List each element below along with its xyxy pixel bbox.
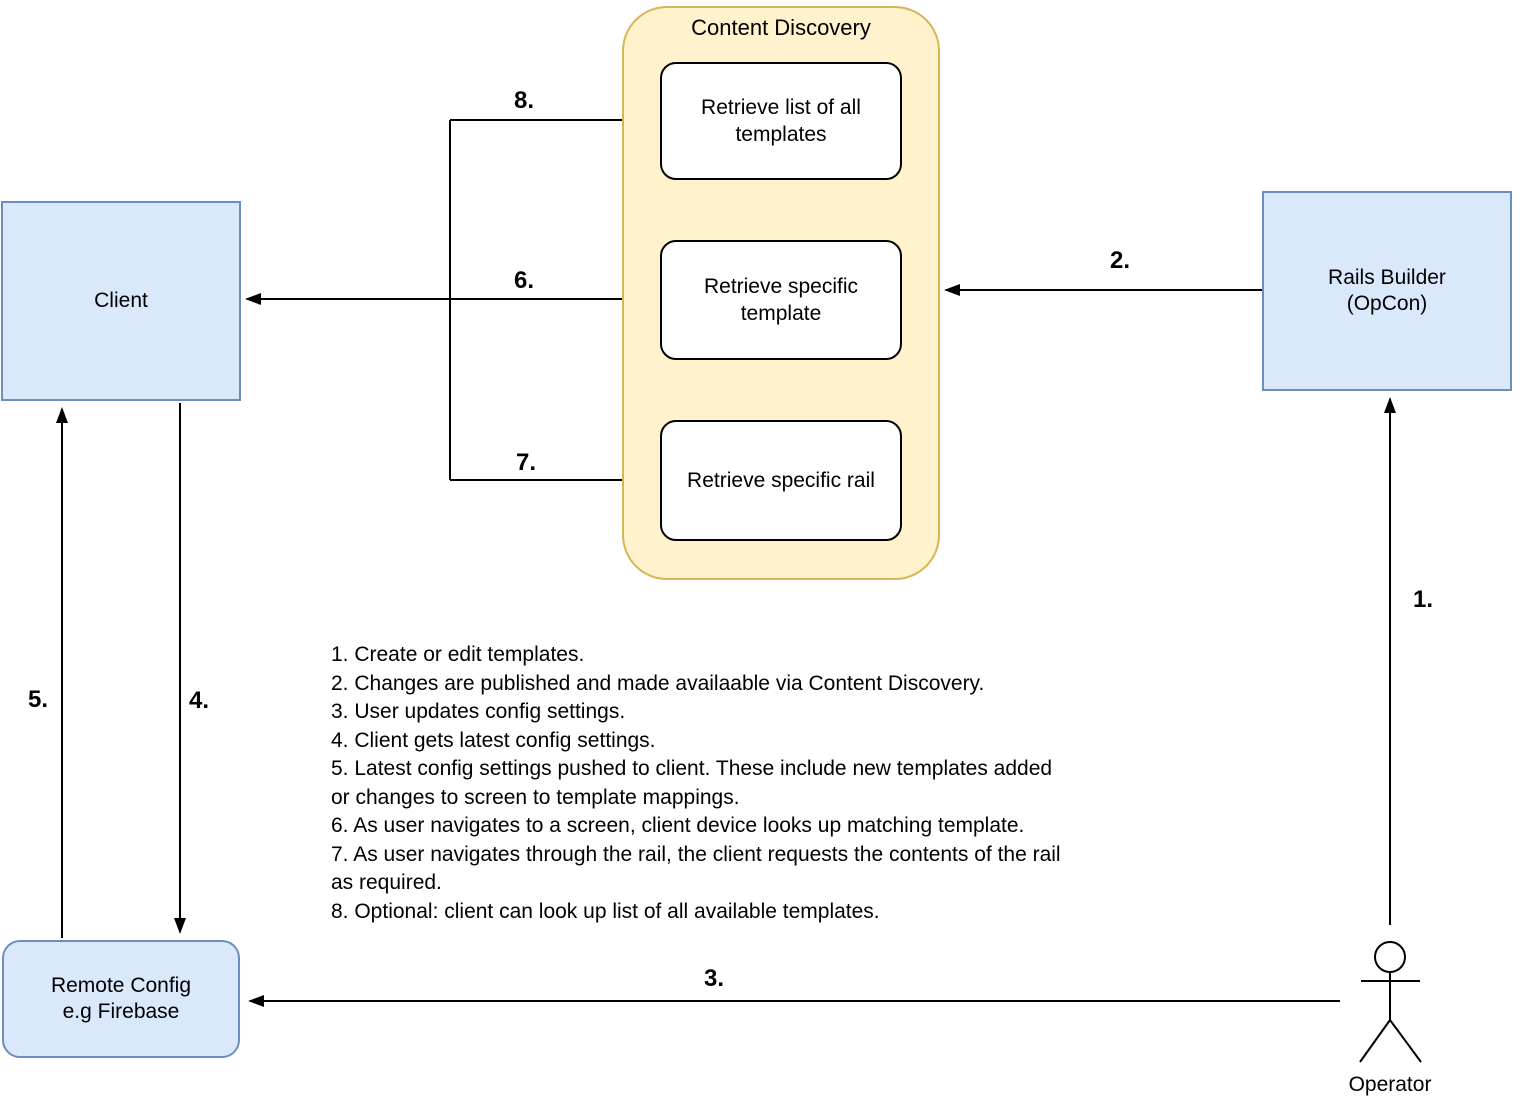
node-remote-config: Remote Config e.g Firebase	[2, 940, 240, 1058]
note-line: 7. As user navigates through the rail, t…	[331, 842, 1061, 866]
note-line: 1. Create or edit templates.	[331, 643, 585, 666]
node-client: Client	[1, 201, 241, 401]
operator-head	[1374, 941, 1406, 973]
node-remote-config-label: Remote Config e.g Firebase	[50, 973, 192, 1023]
note-line: as required.	[331, 871, 442, 894]
arrow-label-2: 2.	[1109, 247, 1131, 274]
note-line: 8. Optional: client can look up list of …	[331, 899, 880, 923]
note-line: or changes to screen to template mapping…	[331, 785, 740, 809]
note-line: 3. User updates config settings.	[331, 700, 626, 723]
node-rails-builder: Rails Builder (OpCon)	[1262, 191, 1512, 391]
arrow-label-4: 4.	[188, 687, 210, 714]
operator-leg-right	[1389, 1019, 1422, 1063]
operator-leg-left	[1359, 1019, 1391, 1063]
operator-figure	[1359, 941, 1422, 1063]
operator-label: Operator	[1348, 1073, 1432, 1096]
note-line: 6. As user navigates to a screen, client…	[331, 814, 1025, 837]
note-line: 4. Client gets latest config settings.	[331, 728, 656, 752]
notes-block: 1. Create or edit templates. 2. Changes …	[331, 641, 1231, 926]
node-retrieve-rail-label: Retrieve specific rail	[687, 468, 875, 492]
node-rails-builder-label: Rails Builder (OpCon)	[1328, 265, 1446, 315]
arrow-label-5: 5.	[27, 686, 49, 713]
arrow-label-8: 8.	[513, 87, 535, 114]
node-retrieve-list-label: Retrieve list of all templates	[701, 95, 861, 146]
node-retrieve-template: Retrieve specific template	[660, 240, 902, 360]
node-retrieve-rail: Retrieve specific rail	[660, 420, 902, 541]
node-retrieve-template-label: Retrieve specific template	[703, 274, 859, 325]
node-retrieve-list: Retrieve list of all templates	[660, 62, 902, 180]
arrow-label-6: 6.	[513, 267, 535, 294]
content-discovery-title: Content Discovery	[691, 15, 871, 40]
note-line: 5. Latest config settings pushed to clie…	[331, 757, 1053, 780]
arrow-label-3: 3.	[703, 965, 725, 992]
arrow-label-7: 7.	[515, 449, 537, 476]
note-line: 2. Changes are published and made availa…	[331, 671, 985, 695]
node-client-label: Client	[94, 288, 148, 312]
arrow-label-1: 1.	[1412, 586, 1434, 613]
